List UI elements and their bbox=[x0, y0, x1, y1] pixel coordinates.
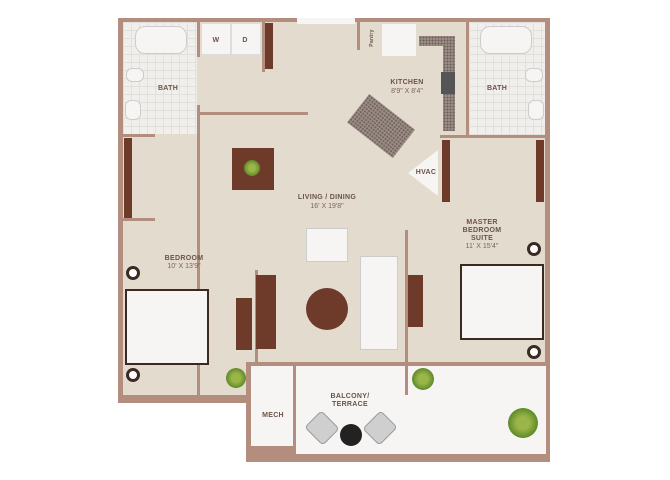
label-master-1: MASTER bbox=[466, 219, 498, 226]
armchair bbox=[306, 228, 348, 262]
plant bbox=[508, 408, 538, 438]
counter bbox=[419, 36, 455, 46]
closet-shelf bbox=[124, 138, 132, 218]
label-master-3: SUITE bbox=[470, 235, 494, 242]
closet-shelf bbox=[442, 140, 450, 202]
plant bbox=[412, 368, 434, 390]
sink-right bbox=[528, 100, 544, 120]
label-washer: W bbox=[212, 37, 220, 44]
dryer bbox=[231, 23, 261, 55]
nightstand bbox=[527, 242, 541, 256]
balcony-table bbox=[340, 424, 362, 446]
dresser bbox=[408, 275, 423, 327]
range bbox=[441, 72, 455, 94]
living-size: 16' X 19'8" bbox=[310, 203, 344, 210]
nightstand bbox=[126, 266, 140, 280]
label-mech: MECH bbox=[262, 412, 284, 419]
toilet-right bbox=[525, 68, 543, 82]
closet-shelf bbox=[265, 23, 273, 69]
wall bbox=[123, 218, 155, 221]
bathtub-left bbox=[135, 26, 187, 54]
master-size: 11' X 15'4" bbox=[465, 243, 499, 250]
mech-room bbox=[251, 366, 293, 446]
sofa bbox=[360, 256, 398, 350]
wall bbox=[440, 135, 545, 138]
toilet-left bbox=[126, 68, 144, 82]
label-kitchen: KITCHEN bbox=[390, 79, 424, 86]
bed-bedroom bbox=[125, 289, 209, 365]
centerpiece-plant bbox=[244, 160, 260, 176]
plant bbox=[226, 368, 246, 388]
label-master-2: BEDROOM bbox=[462, 227, 502, 234]
nightstand bbox=[527, 345, 541, 359]
refrigerator bbox=[382, 24, 416, 56]
bed-master bbox=[460, 264, 544, 340]
closet-shelf bbox=[536, 140, 544, 202]
label-balcony-2: TERRACE bbox=[332, 401, 368, 408]
sink-left bbox=[125, 100, 141, 120]
wall bbox=[405, 230, 408, 395]
label-balcony-1: BALCONY/ bbox=[330, 393, 370, 400]
tv-console bbox=[256, 275, 276, 349]
wall bbox=[197, 105, 200, 395]
wall bbox=[262, 22, 265, 72]
wall bbox=[123, 134, 155, 137]
wall bbox=[197, 22, 200, 57]
label-dryer: D bbox=[242, 37, 248, 44]
label-living: LIVING / DINING bbox=[297, 194, 357, 201]
wall bbox=[466, 22, 469, 137]
coffee-table bbox=[306, 288, 348, 330]
bathtub-right bbox=[480, 26, 532, 54]
label-hvac: HVAC bbox=[415, 169, 437, 176]
bedroom-size: 10' X 13'9" bbox=[167, 263, 201, 270]
wall bbox=[200, 112, 308, 115]
label-pantry: Pantry bbox=[369, 29, 375, 47]
wall bbox=[357, 22, 360, 50]
washer bbox=[201, 23, 231, 55]
desk bbox=[236, 298, 252, 350]
label-bedroom: BEDROOM bbox=[164, 255, 204, 262]
label-bath-left: BATH bbox=[157, 85, 179, 92]
nightstand bbox=[126, 368, 140, 382]
entry-opening bbox=[297, 18, 355, 24]
kitchen-size: 8'9" X 8'4" bbox=[391, 88, 423, 95]
label-bath-right: BATH bbox=[486, 85, 508, 92]
